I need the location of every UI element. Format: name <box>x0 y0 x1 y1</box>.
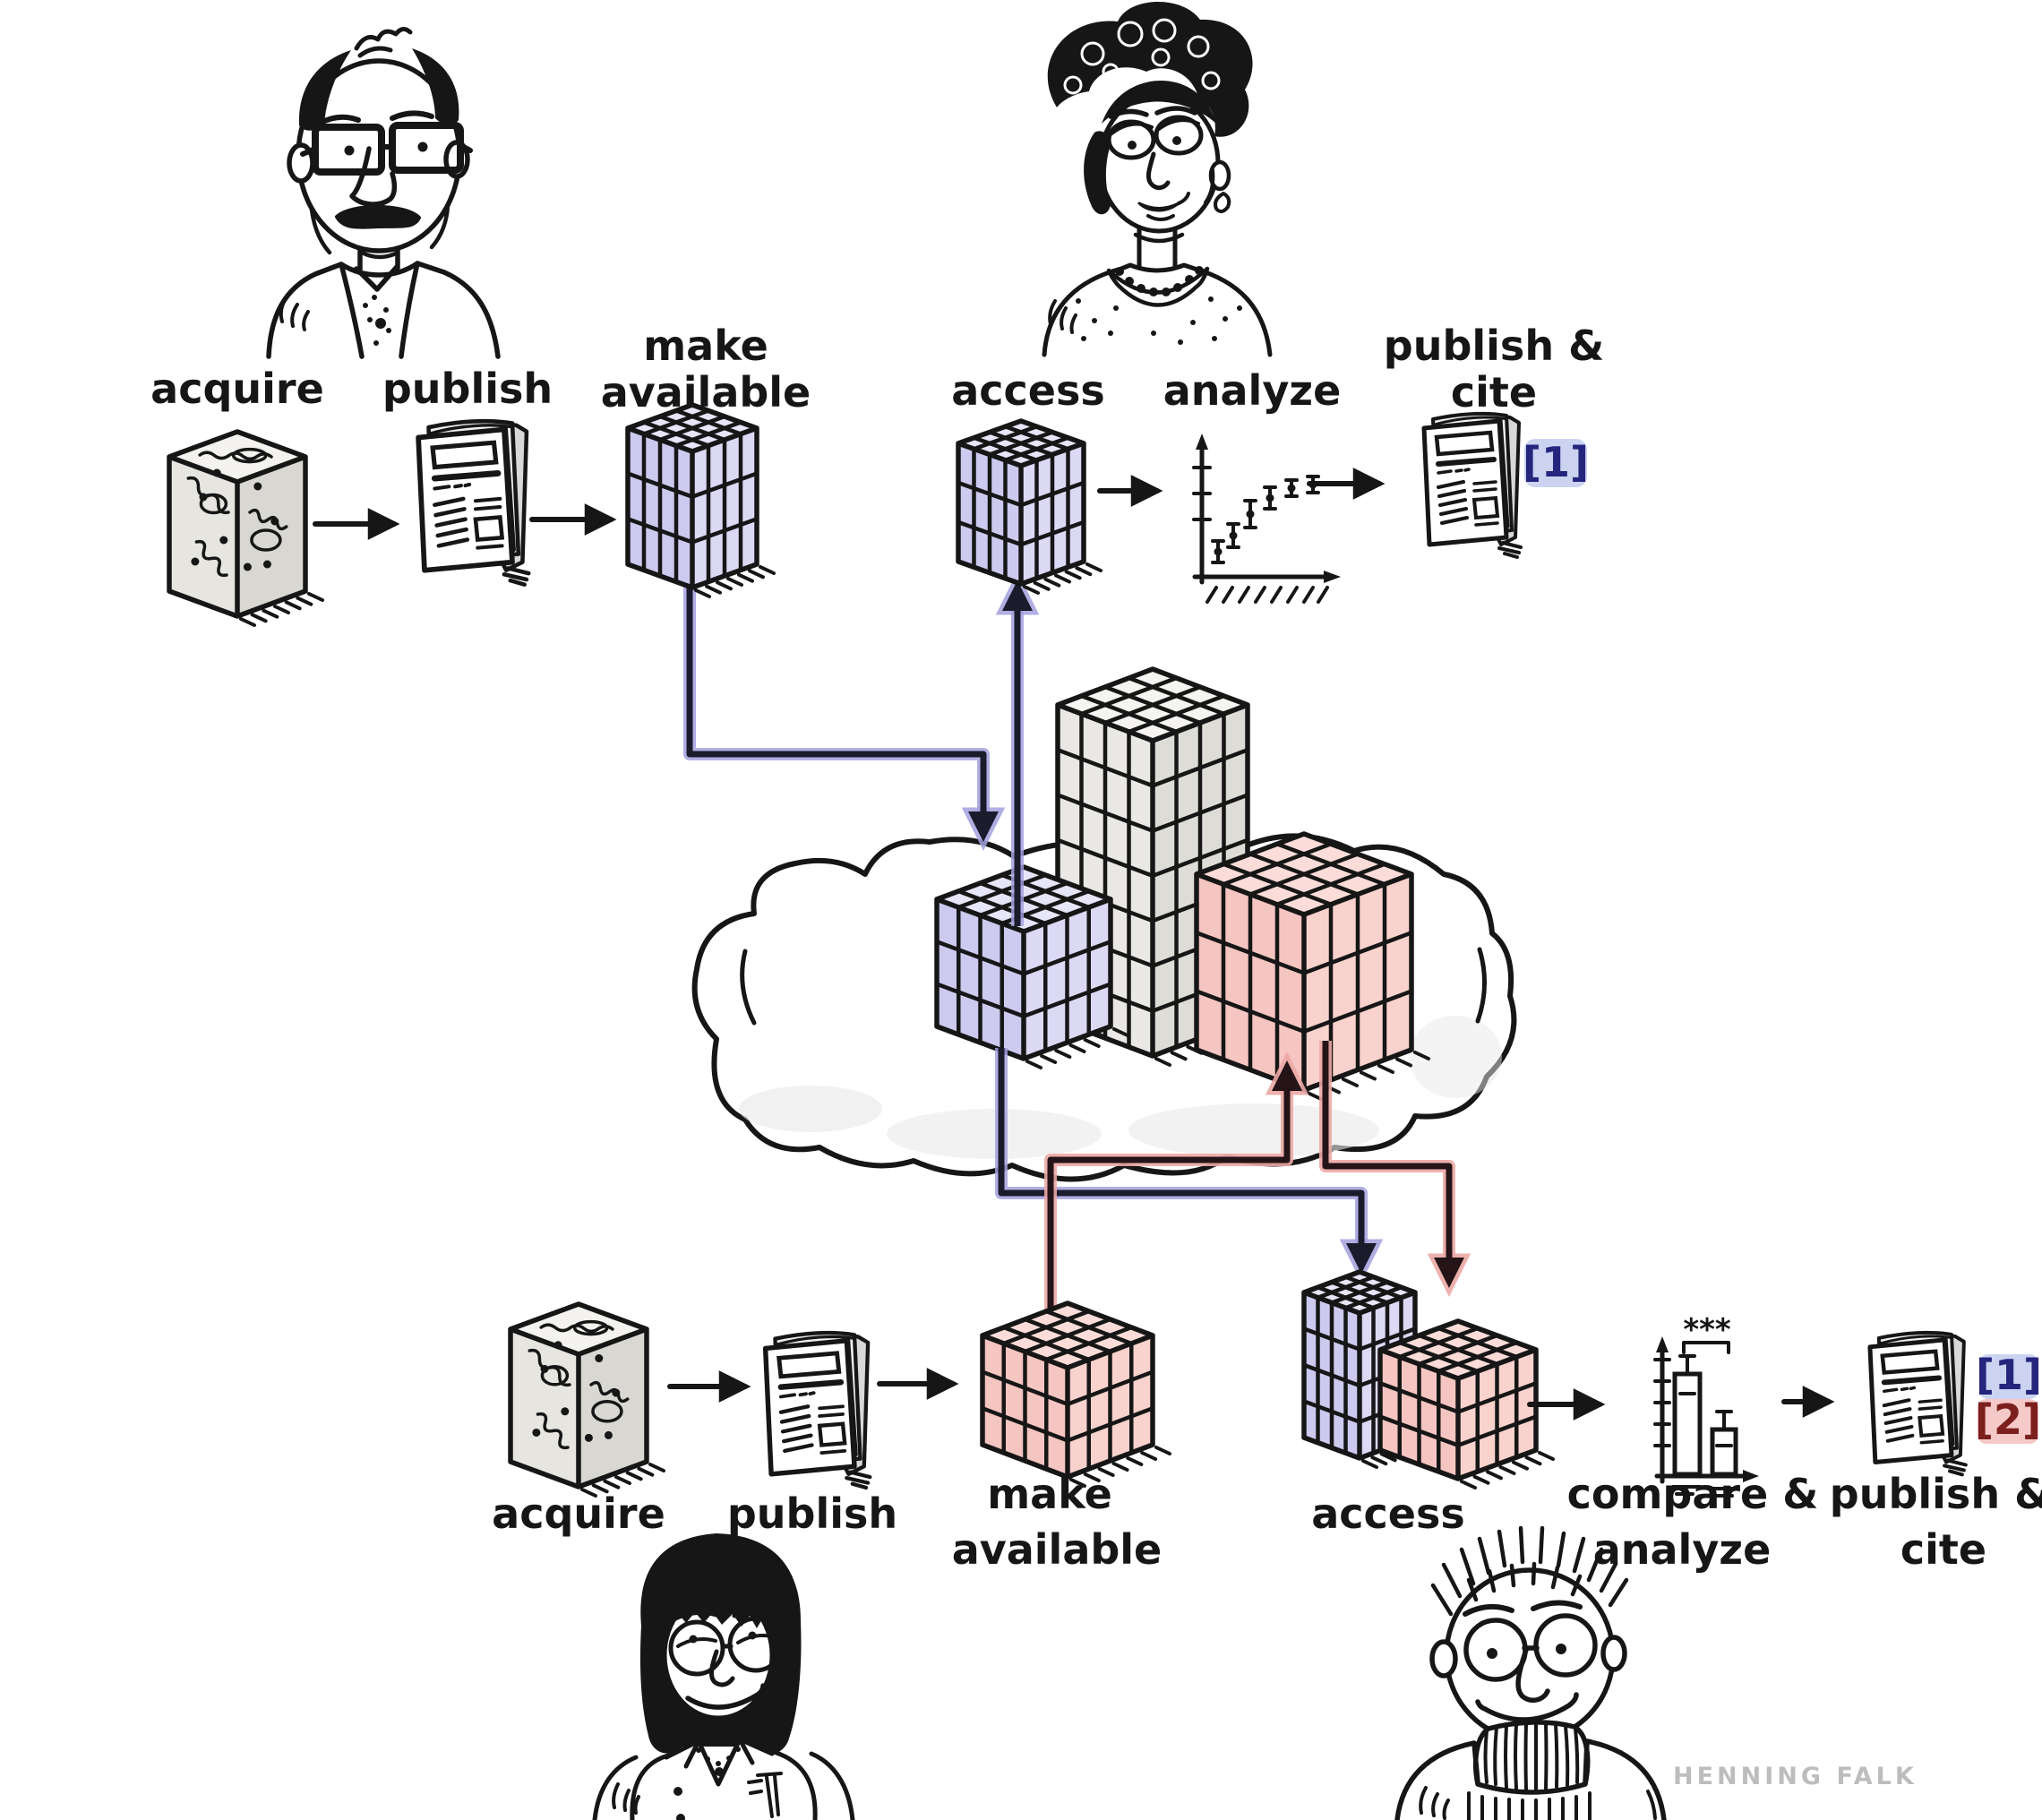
citation-1: [1] <box>1976 1351 2042 1399</box>
label-make: make <box>643 322 768 370</box>
artist-signature: HENNING FALK <box>1673 1763 1918 1790</box>
label-publish: publish <box>382 365 553 413</box>
researcher-top-left-avatar <box>266 27 501 359</box>
raw-data-cube-icon <box>167 429 324 627</box>
label-access: access <box>1311 1489 1465 1538</box>
label-analyze: analyze <box>1163 366 1342 415</box>
arrow-access-top <box>995 571 1040 926</box>
label-compare-and: compare & <box>1567 1470 1819 1518</box>
label-available: available <box>952 1525 1163 1574</box>
label-make: make <box>987 1470 1112 1518</box>
flow-arrows <box>683 571 1471 1336</box>
blue-data-cube-icon <box>956 418 1103 595</box>
scatter-plot-icon <box>1192 434 1341 604</box>
workflow-bottom-left: acquire publish make available <box>492 1301 1171 1574</box>
citation-1-highlight <box>1524 439 1587 487</box>
workflow-top-right: [1] access analyze publish & cite <box>951 322 1604 604</box>
arrow-upload-pink <box>1044 1051 1309 1336</box>
researcher-bottom-right-avatar <box>1394 1525 1667 1820</box>
bar-chart-icon: *** <box>1653 1312 1759 1498</box>
label-publish-and: publish & <box>1384 322 1604 370</box>
raw-data-cube-icon <box>508 1301 665 1498</box>
citation-1-highlight <box>1979 1354 2038 1399</box>
significance-stars: *** <box>1683 1312 1731 1348</box>
label-cite: cite <box>1451 368 1537 416</box>
blue-data-cube-icon <box>625 402 776 598</box>
label-cite: cite <box>1900 1525 1986 1574</box>
arrow-download-pink <box>1319 1041 1471 1298</box>
label-available: available <box>601 368 811 416</box>
cloud-pink-data-cube-icon <box>1194 831 1430 1101</box>
pink-data-cube-icon <box>980 1301 1171 1488</box>
researcher-top-right-avatar <box>1042 1 1273 357</box>
label-access: access <box>951 366 1105 415</box>
arrow-upload-left <box>683 584 1006 852</box>
paper-stack-icon <box>418 421 528 584</box>
label-acquire: acquire <box>150 365 324 413</box>
paper-stack-icon <box>1870 1333 1966 1474</box>
label-publish-and: publish & <box>1830 1470 2042 1518</box>
label-publish: publish <box>727 1489 897 1538</box>
citation-2: [2] <box>1975 1395 2041 1444</box>
paper-stack-icon <box>1424 414 1521 557</box>
arrow-download-blue <box>995 1048 1384 1283</box>
label-acquire: acquire <box>492 1489 665 1538</box>
researcher-bottom-left-avatar <box>592 1533 855 1820</box>
pink-data-cube-icon <box>1377 1318 1555 1489</box>
label-analyze: analyze <box>1593 1525 1772 1574</box>
paper-stack-icon <box>766 1333 871 1488</box>
workflow-top-left: acquire publish make available <box>150 322 811 627</box>
citation-1: [1] <box>1523 438 1589 486</box>
citation-2-highlight <box>1978 1399 2038 1444</box>
workflow-bottom-right: *** [1] [2] access compare & analyze pub… <box>1301 1269 2042 1574</box>
